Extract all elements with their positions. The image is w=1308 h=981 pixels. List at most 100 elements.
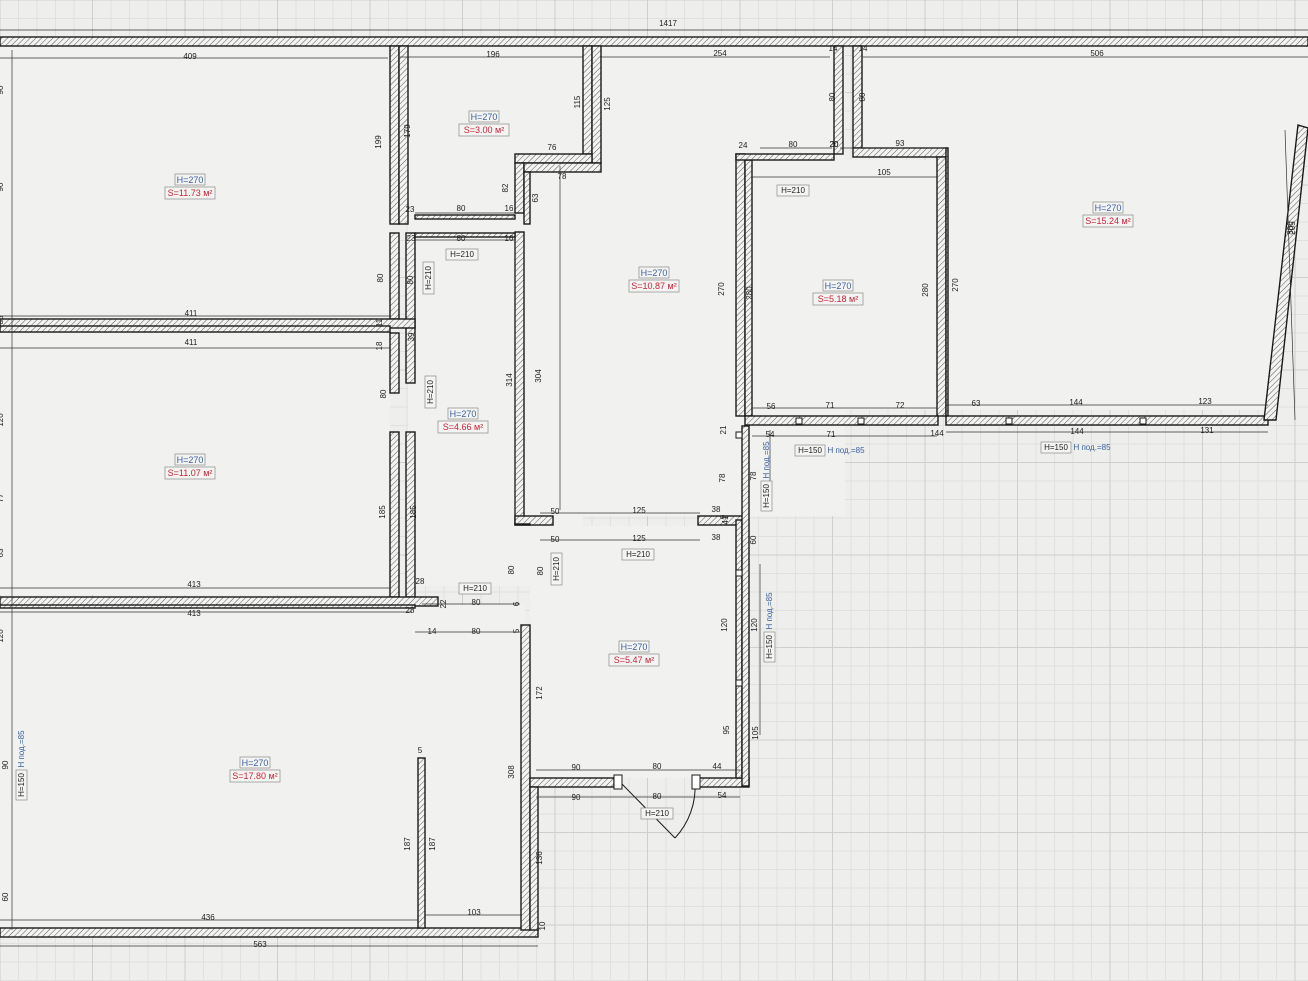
windows	[735, 417, 1147, 687]
dimension-label: 38	[712, 505, 721, 514]
door-label-box	[445, 248, 479, 261]
dimension-label: 185	[378, 505, 387, 519]
room-height-box	[638, 266, 670, 279]
dimension-label: 14	[428, 627, 437, 636]
door-label-box	[458, 582, 492, 595]
window-height: H=150	[17, 773, 26, 797]
dimension-label: 411	[185, 309, 198, 318]
door-label-box	[550, 552, 563, 586]
door-label: H=210	[550, 552, 563, 586]
dimension-label: 78	[749, 471, 758, 480]
dimension-label: 125	[632, 534, 646, 543]
dimension-label: 436	[201, 913, 215, 922]
window-sill-height: H под.=85	[1073, 443, 1111, 452]
dimension-label: 60	[749, 535, 758, 544]
door-label-box	[621, 548, 655, 561]
dimension-label: 85	[0, 315, 5, 324]
door-label: H=210	[424, 375, 437, 409]
dimension-label: 187	[403, 837, 412, 851]
dimension-label: 115	[573, 95, 582, 108]
window-height-box	[763, 631, 776, 663]
dimension-label: 63	[972, 399, 981, 408]
dimension-label: 24	[739, 141, 748, 150]
room-area: S=17.80 м²	[232, 771, 277, 781]
dimension-label: 80	[472, 598, 481, 607]
dimension-label: 71	[826, 401, 835, 410]
dimension-label: 63	[531, 193, 540, 202]
room-area-box	[437, 420, 489, 434]
room-area-box	[812, 292, 864, 306]
window-height-box	[1040, 441, 1072, 454]
dimension-label: 28	[416, 577, 425, 586]
room-height-box	[1092, 201, 1124, 214]
dimension-label: 78	[718, 473, 727, 482]
room-height-box	[618, 640, 650, 653]
room-area: S=11.73 м²	[168, 188, 213, 198]
door-label: H=210	[776, 184, 810, 197]
dimension-label: 172	[535, 686, 544, 700]
dimension-label: 23	[406, 205, 415, 214]
dimension-label: 90	[0, 182, 5, 191]
door-height: H=210	[645, 809, 669, 818]
door-height: H=210	[426, 380, 435, 404]
dimension-label: 80	[789, 140, 798, 149]
room-area-box	[1082, 214, 1134, 228]
room-area-box	[458, 123, 510, 137]
dimension-label: 411	[185, 338, 198, 347]
window-height: H=150	[762, 484, 771, 508]
room-area: S=3.00 м²	[464, 125, 504, 135]
dimension-label: 39	[407, 332, 416, 341]
dimension-label: 80	[653, 792, 662, 801]
door-height: H=210	[450, 250, 474, 259]
dimension-label: 16	[505, 204, 514, 213]
dimension-label: 14	[829, 44, 838, 53]
door-label-box	[422, 261, 435, 295]
door-height: H=210	[552, 557, 561, 581]
room-area: S=11.07 м²	[168, 468, 213, 478]
room-area: S=15.24 м²	[1085, 216, 1130, 226]
dimension-label: 103	[467, 908, 481, 917]
dimension-label: 95	[722, 725, 731, 734]
dimension-label: 18	[375, 341, 384, 350]
dimension-label: 90	[572, 793, 581, 802]
dimension-label: 23	[407, 234, 416, 243]
dimension-label: 50	[551, 507, 560, 516]
dimension-label: 20	[830, 140, 839, 149]
dimension-label: 125	[632, 506, 646, 515]
room-height-box	[447, 407, 479, 420]
door-label: H=210	[640, 807, 674, 820]
room-height: H=270	[242, 758, 269, 768]
room-height: H=270	[177, 455, 204, 465]
dimension-lines	[0, 29, 1308, 947]
door-height: H=210	[463, 584, 487, 593]
room-area: S=5.47 м²	[614, 655, 654, 665]
room-height-box	[239, 756, 271, 769]
dimension-label: 80	[376, 273, 385, 282]
room-height: H=270	[177, 175, 204, 185]
dimension-label: 71	[827, 430, 836, 439]
room-height: H=270	[1095, 203, 1122, 213]
room-area: S=4.66 м²	[443, 422, 483, 432]
overall-width-dimension: 1417	[659, 19, 677, 28]
dimension-label: 144	[1069, 398, 1083, 407]
dimension-label: 409	[183, 52, 197, 61]
dimension-label: 54	[766, 430, 775, 439]
window-height-box	[15, 769, 28, 801]
door-height: H=210	[626, 550, 650, 559]
door-label: H=210	[422, 261, 435, 295]
dimension-label: 205	[1288, 221, 1297, 235]
dimension-label: 304	[534, 369, 543, 383]
dimension-label: 105	[877, 168, 891, 177]
room-height: H=270	[641, 268, 668, 278]
dimension-label: 123	[1198, 397, 1212, 406]
